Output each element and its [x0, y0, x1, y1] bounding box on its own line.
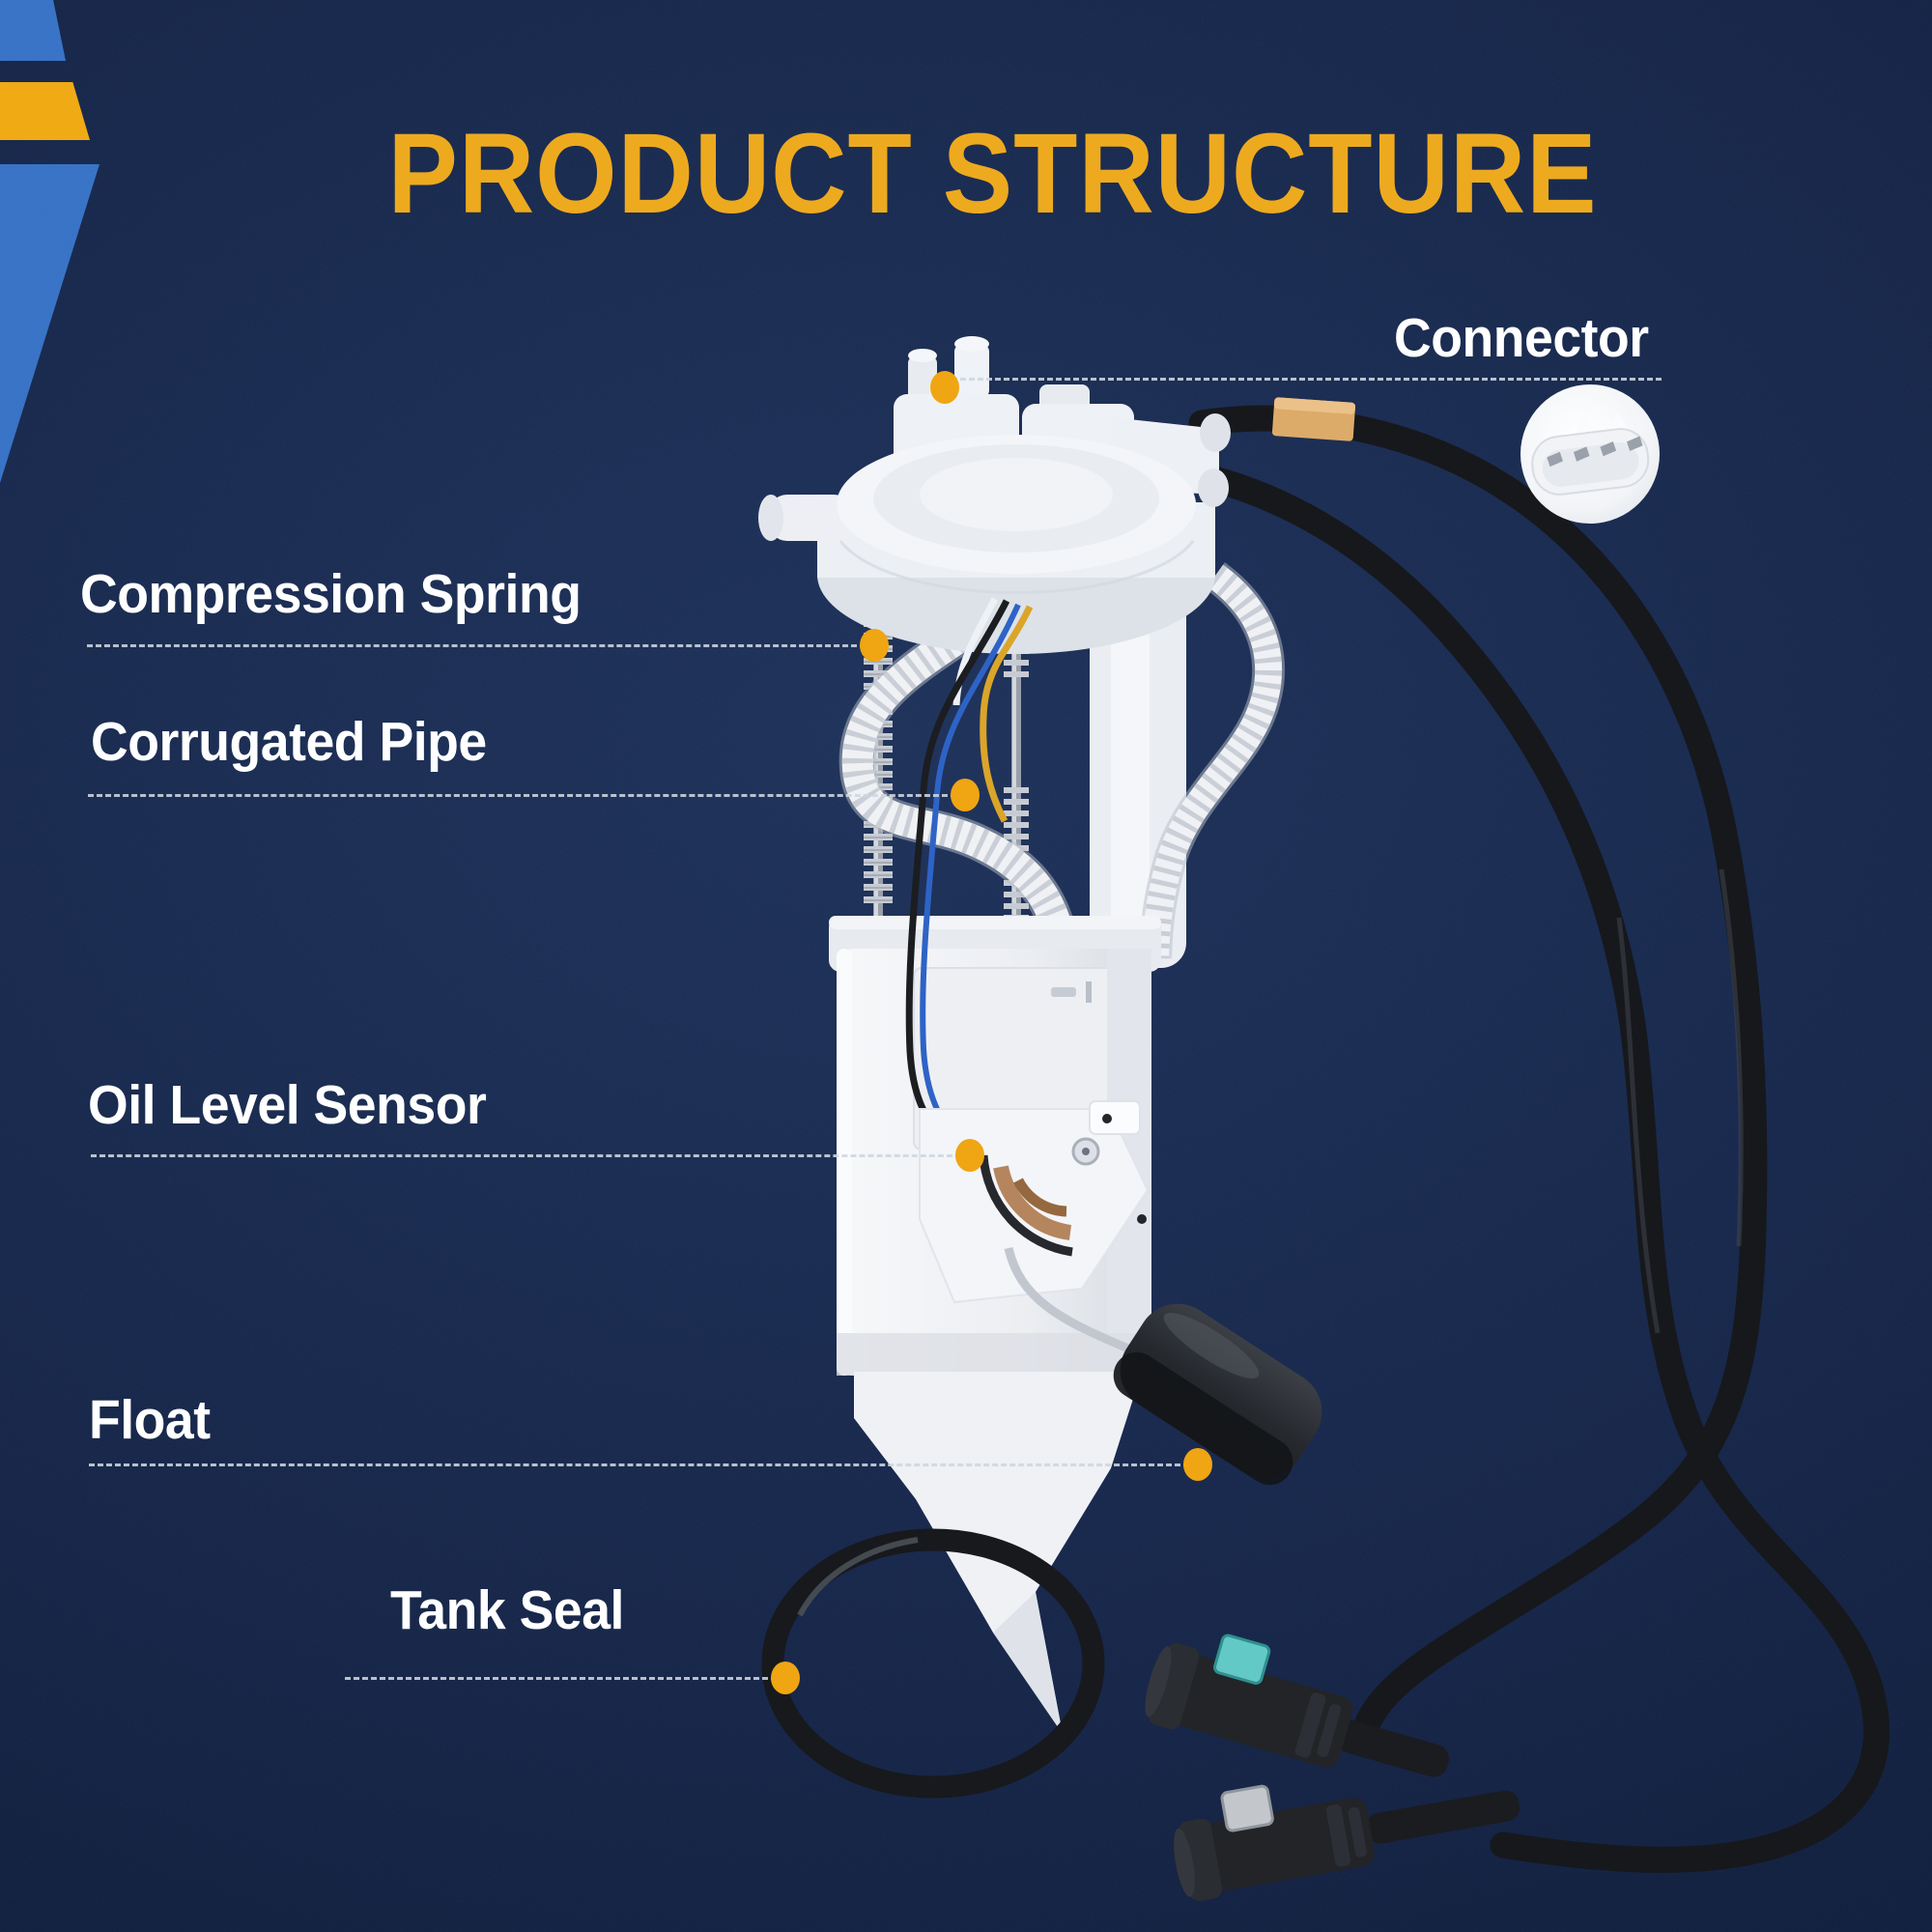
callout-label-oil-level-sensor: Oil Level Sensor [88, 1074, 487, 1136]
callout-label-compression-spring: Compression Spring [80, 563, 582, 625]
fitting-teal [1145, 1634, 1450, 1777]
electrical-wires [905, 597, 1034, 1149]
callout-line-float [89, 1463, 1198, 1466]
callout-line-oil-level-sensor [91, 1154, 970, 1157]
tank-seal-o-ring [761, 1528, 1105, 1799]
callout-dot-compression-spring [860, 629, 889, 662]
corrugated-pipes [838, 562, 1286, 963]
fuel-hoses [1186, 397, 1889, 1873]
mounting-flange [758, 336, 1231, 654]
connector-inset [1520, 384, 1660, 524]
callout-dot-float [1183, 1448, 1212, 1481]
callout-dot-connector [930, 371, 959, 404]
callout-line-tank-seal [345, 1677, 785, 1680]
callout-line-corrugated-pipe [88, 794, 965, 797]
callout-dot-corrugated-pipe [951, 779, 980, 811]
callout-label-tank-seal: Tank Seal [390, 1579, 624, 1641]
quick-connect-fittings [1145, 1634, 1520, 1902]
float [1113, 1303, 1322, 1486]
callout-label-float: Float [89, 1389, 211, 1451]
callout-line-connector [952, 378, 1662, 381]
callout-dot-oil-level-sensor [955, 1139, 984, 1172]
callout-line-compression-spring [87, 644, 874, 647]
callout-label-corrugated-pipe: Corrugated Pipe [91, 711, 487, 773]
callout-label-connector: Connector [1394, 307, 1649, 369]
fitting-gray [1174, 1784, 1520, 1902]
page-title: PRODUCT STRUCTURE [387, 110, 1598, 238]
callout-dot-tank-seal [771, 1662, 800, 1694]
heat-shrink-band [1271, 397, 1356, 441]
